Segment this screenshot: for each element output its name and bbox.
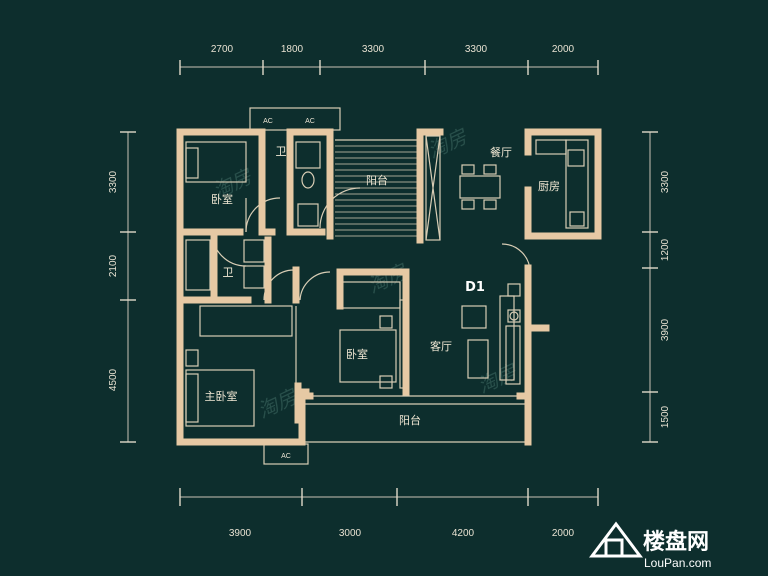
dim-bottom-1: 3900 xyxy=(229,528,252,539)
dim-right-3: 3900 xyxy=(660,318,671,341)
dim-right-4: 1500 xyxy=(660,405,671,428)
dim-bottom-3: 4200 xyxy=(452,528,475,539)
room-bedroom-mid: 卧室 xyxy=(346,347,368,361)
room-balcony-top: 阳台 xyxy=(366,173,388,187)
left-dimension-line: 3300 2100 4500 xyxy=(108,131,136,443)
ac-label-top-right: AC xyxy=(305,118,315,125)
room-living: 客厅 xyxy=(430,339,452,353)
dim-left-1: 3300 xyxy=(108,170,119,193)
dim-left-3: 4500 xyxy=(108,368,119,391)
dim-top-1: 2700 xyxy=(211,44,234,55)
fixtures xyxy=(185,107,589,465)
room-bath-top: 卫 xyxy=(276,145,287,158)
room-balcony-bottom: 阳台 xyxy=(399,413,421,427)
dim-bottom-4: 2000 xyxy=(552,528,575,539)
room-bedroom-nw: 卧室 xyxy=(211,192,233,206)
brand-logo: 楼盘网 LouPan.com xyxy=(589,521,711,570)
ac-label-top-left: AC xyxy=(263,118,273,125)
room-master-bedroom: 主卧室 xyxy=(205,389,238,403)
room-kitchen: 厨房 xyxy=(538,180,560,193)
dim-top-3: 3300 xyxy=(362,44,385,55)
brand-name: 楼盘网 xyxy=(643,529,709,555)
ac-label-bottom: AC xyxy=(281,453,291,460)
bottom-dimension-line: 3900 3000 4200 2000 xyxy=(179,488,599,539)
dim-bottom-2: 3000 xyxy=(339,528,362,539)
balcony-top-hatch xyxy=(335,139,420,237)
dim-top-5: 2000 xyxy=(552,44,575,55)
room-bath-mid: 卫 xyxy=(223,266,234,279)
unit-label: D1 xyxy=(465,280,485,295)
walls xyxy=(176,128,602,446)
right-dimension-line: 3300 1200 3900 1500 xyxy=(642,131,671,443)
top-dimension-line: 2700 1800 3300 3300 2000 xyxy=(179,44,599,75)
dim-left-2: 2100 xyxy=(108,254,119,277)
dim-right-1: 3300 xyxy=(660,170,671,193)
brand-domain: LouPan.com xyxy=(644,556,711,570)
room-dining: 餐厅 xyxy=(490,145,512,159)
dim-top-4: 3300 xyxy=(465,44,488,55)
dim-right-2: 1200 xyxy=(660,238,671,261)
dim-top-2: 1800 xyxy=(281,44,304,55)
